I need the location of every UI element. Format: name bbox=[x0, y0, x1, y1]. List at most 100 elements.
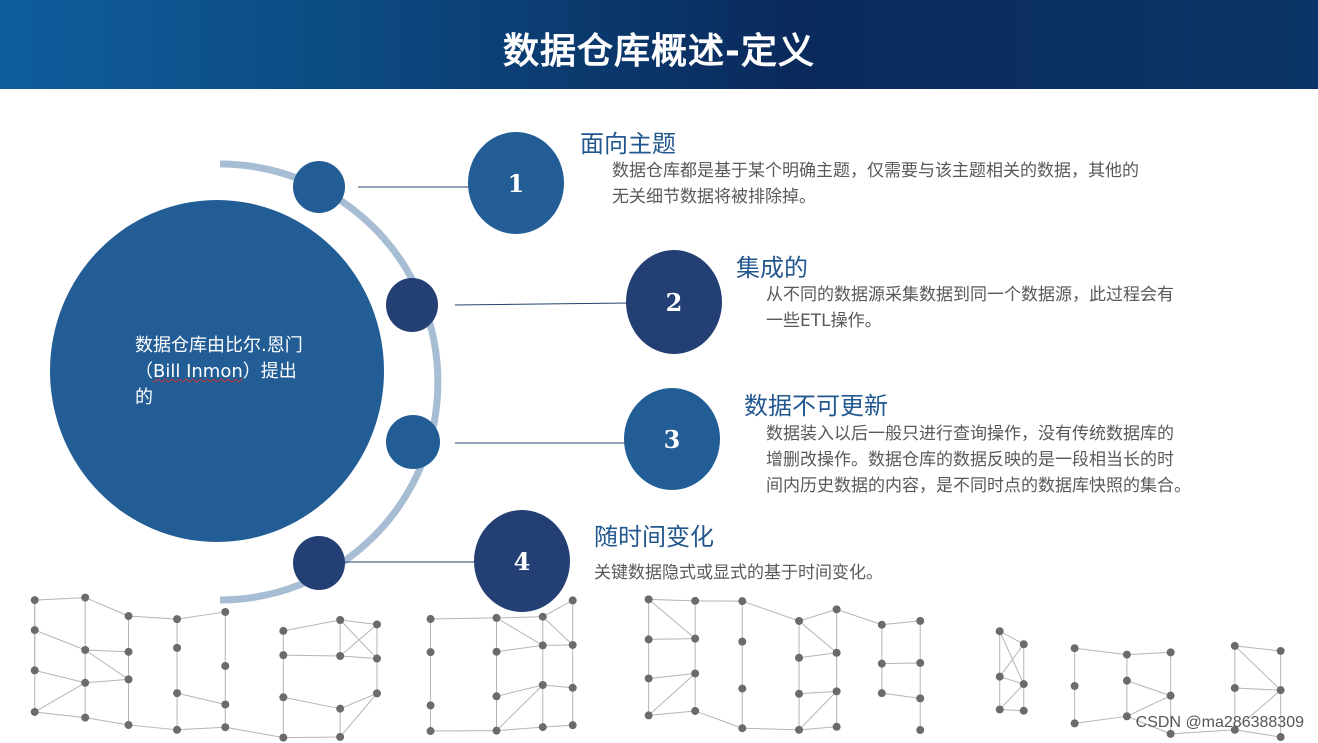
network-dot bbox=[738, 597, 747, 606]
center-text-line2: （Bill Inmon）提出 bbox=[135, 359, 325, 385]
network-dot bbox=[336, 704, 345, 713]
network-dot bbox=[81, 646, 90, 655]
network-dot bbox=[426, 615, 435, 624]
network-dot bbox=[1019, 706, 1028, 715]
network-dot bbox=[173, 643, 182, 652]
network-dot bbox=[1276, 646, 1285, 655]
center-text: 数据仓库由比尔.恩门 （Bill Inmon）提出 的 bbox=[135, 333, 325, 411]
item-1-desc-line: 数据仓库都是基于某个明确主题，仅需要与该主题相关的数据，其他的 bbox=[612, 161, 1139, 181]
network-dot bbox=[1230, 684, 1239, 693]
network-dot bbox=[538, 680, 547, 689]
network-dot bbox=[173, 615, 182, 624]
network-dot bbox=[279, 733, 288, 742]
network-dot bbox=[916, 616, 925, 625]
item-2-desc: 从不同的数据源采集数据到同一个数据源，此过程会有 一些ETL操作。 bbox=[766, 282, 1286, 334]
item-4-desc-line: 关键数据隐式或显式的基于时间变化。 bbox=[594, 563, 883, 583]
network-dot bbox=[795, 725, 804, 734]
item-4-title: 随时间变化 bbox=[594, 523, 714, 551]
network-dot bbox=[832, 605, 841, 614]
network-dot bbox=[279, 693, 288, 702]
network-dot bbox=[538, 612, 547, 621]
number-circle-4: 4 bbox=[474, 510, 570, 612]
item-1-title: 面向主题 bbox=[580, 130, 676, 158]
network-dot bbox=[221, 661, 230, 670]
item-4-desc: 关键数据隐式或显式的基于时间变化。 bbox=[594, 560, 994, 586]
center-text-line1: 数据仓库由比尔.恩门 bbox=[135, 335, 303, 356]
network-dot bbox=[877, 689, 886, 698]
network-dot bbox=[1230, 725, 1239, 734]
item-3-desc: 数据装入以后一般只进行查询操作，没有传统数据库的 增删改操作。数据仓库的数据反映… bbox=[766, 421, 1286, 499]
arc-node-1 bbox=[293, 161, 345, 213]
network-dot bbox=[372, 654, 381, 663]
network-dot bbox=[372, 620, 381, 629]
arc-node-4 bbox=[293, 536, 345, 590]
network-dot bbox=[877, 620, 886, 629]
center-text-line3: 的 bbox=[135, 387, 153, 408]
item-2-desc-line: 从不同的数据源采集数据到同一个数据源，此过程会有 bbox=[766, 285, 1174, 305]
network-dot bbox=[995, 705, 1004, 714]
center-circle bbox=[50, 200, 384, 542]
item-3-title: 数据不可更新 bbox=[744, 392, 888, 420]
network-dot bbox=[30, 596, 39, 605]
network-dot bbox=[877, 659, 886, 668]
network-dot bbox=[492, 613, 501, 622]
network-dot bbox=[492, 726, 501, 735]
network-dot bbox=[279, 651, 288, 660]
csdn-watermark: CSDN @ma286388309 bbox=[1135, 714, 1304, 731]
network-dot bbox=[916, 726, 925, 735]
network-dot bbox=[832, 722, 841, 731]
network-dot bbox=[173, 689, 182, 698]
network-background bbox=[30, 593, 1285, 742]
network-dot bbox=[1070, 682, 1079, 691]
network-dot bbox=[30, 626, 39, 635]
network-dot bbox=[795, 689, 804, 698]
item-1-desc: 数据仓库都是基于某个明确主题，仅需要与该主题相关的数据，其他的 无关细节数据将被… bbox=[612, 158, 1232, 210]
paren-open: （ bbox=[135, 361, 153, 382]
network-dot bbox=[644, 711, 653, 720]
network-dot bbox=[1166, 691, 1175, 700]
arc-node-3 bbox=[386, 415, 440, 469]
network-dot bbox=[124, 675, 133, 684]
network-dot bbox=[916, 658, 925, 667]
number-circle-2: 2 bbox=[626, 250, 722, 354]
number-circle-3: 3 bbox=[624, 388, 720, 490]
network-dot bbox=[1019, 640, 1028, 649]
item-3-desc-line: 数据装入以后一般只进行查询操作，没有传统数据库的 bbox=[766, 424, 1174, 444]
network-dot bbox=[30, 707, 39, 716]
network-dot bbox=[1276, 686, 1285, 695]
network-dot bbox=[492, 647, 501, 656]
network-dot bbox=[1122, 712, 1131, 721]
network-dot bbox=[1070, 644, 1079, 653]
network-dot bbox=[795, 616, 804, 625]
network-dot bbox=[691, 634, 700, 643]
network-dot bbox=[538, 723, 547, 732]
network-dot bbox=[1019, 680, 1028, 689]
network-dot bbox=[124, 647, 133, 656]
page-title: 数据仓库概述-定义 bbox=[503, 31, 815, 72]
network-dot bbox=[1276, 733, 1285, 742]
network-dot bbox=[426, 727, 435, 736]
network-dot bbox=[336, 615, 345, 624]
network-dot bbox=[644, 595, 653, 604]
network-dot bbox=[1122, 676, 1131, 685]
network-dot bbox=[995, 672, 1004, 681]
paren-close: ）提出 bbox=[242, 361, 297, 382]
number-circle-1: 1 bbox=[468, 132, 564, 234]
network-dot bbox=[1122, 650, 1131, 659]
network-dot bbox=[795, 653, 804, 662]
network-dot bbox=[916, 694, 925, 703]
network-dot bbox=[1166, 729, 1175, 738]
arc-node-2 bbox=[386, 278, 438, 332]
item-1-desc-line: 无关细节数据将被排除掉。 bbox=[612, 187, 816, 207]
network-dot bbox=[173, 725, 182, 734]
network-dot bbox=[492, 692, 501, 701]
network-dot bbox=[568, 683, 577, 692]
network-dot bbox=[279, 626, 288, 635]
network-dot bbox=[1070, 719, 1079, 728]
network-dot bbox=[738, 724, 747, 733]
network-dot bbox=[426, 701, 435, 710]
connector-line-2 bbox=[454, 302, 629, 306]
network-dot bbox=[30, 666, 39, 675]
network-dot bbox=[81, 678, 90, 687]
network-dot bbox=[538, 641, 547, 650]
